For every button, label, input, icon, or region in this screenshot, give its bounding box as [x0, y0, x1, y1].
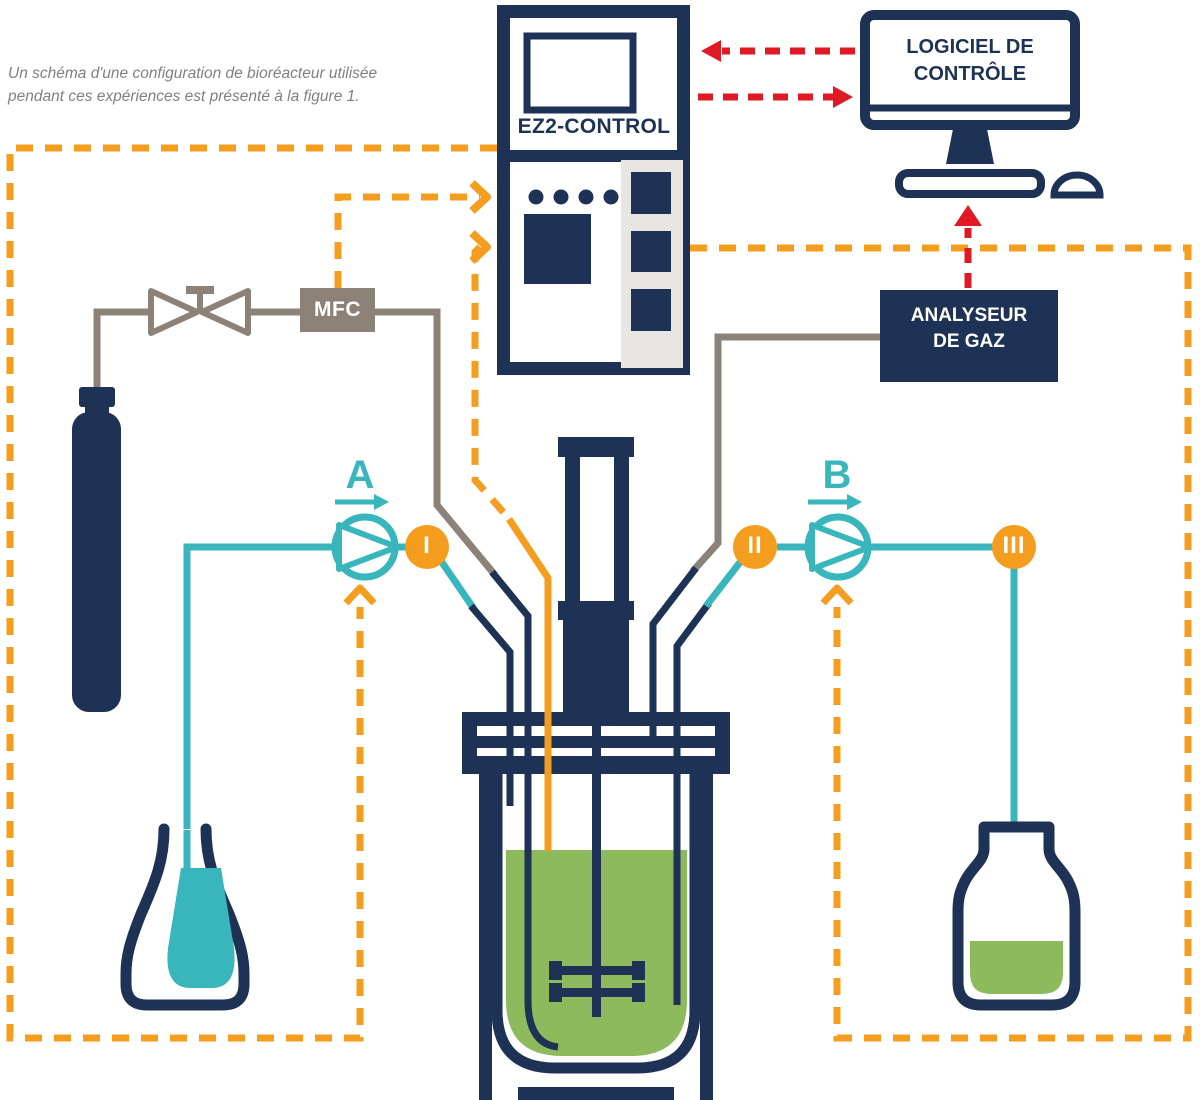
- gas-analyzer-label-line1: ANALYSEUR: [910, 305, 1028, 326]
- gas-analyzer-label: ANALYSEUR DE GAZ: [880, 303, 1058, 354]
- feed-flask: [120, 823, 250, 1011]
- controller-label: EZ2-CONTROL: [517, 115, 671, 138]
- bottle-liquid: [970, 941, 1063, 994]
- feed-tube-teal: [183, 543, 477, 878]
- valve-icon: [148, 286, 251, 336]
- controller-display: [524, 214, 591, 284]
- probe-line-solid: [506, 517, 552, 851]
- port-ii-badge: [733, 525, 777, 569]
- gas-out-line: [690, 333, 882, 574]
- probe-signal-arrowhead: [469, 230, 491, 264]
- monitor-icon: [860, 10, 1080, 130]
- control-line-mfc: [334, 193, 480, 288]
- mfc-box: [300, 288, 375, 332]
- impeller-icon: [549, 712, 645, 1017]
- control-software-label-line2: CONTRÔLE: [913, 63, 1027, 85]
- data-link-to-computer: [698, 86, 853, 108]
- mfc-control-arrowhead: [469, 180, 491, 214]
- sparge-tube-navy: [489, 569, 559, 1051]
- data-link-to-ez2: [701, 40, 855, 62]
- pump-b-control-arrowhead: [820, 584, 854, 606]
- gas-analyzer-label-line2: DE GAZ: [933, 330, 1005, 352]
- up-arrowhead-icon: [954, 205, 982, 226]
- pump-b-label: B: [822, 453, 852, 497]
- harvest-tube-navy: [673, 600, 712, 1005]
- controller-modules: [631, 172, 671, 331]
- ez2-controller: [497, 5, 690, 375]
- probe-signal-line: [471, 244, 514, 524]
- stirrer-motor: [558, 437, 634, 716]
- pump-b-icon: [804, 494, 873, 581]
- controller-buttons: [528, 189, 619, 205]
- pump-a-label: A: [345, 453, 375, 497]
- left-arrowhead-icon: [701, 40, 721, 62]
- pump-a-icon: [331, 494, 400, 581]
- port-iii-label: III: [1002, 531, 1026, 559]
- control-software-label-line1: LOGICIEL DE: [906, 36, 1034, 58]
- data-link-analyzer-to-computer: [954, 205, 982, 288]
- monitor-stand-icon: [946, 129, 994, 164]
- gas-cylinder: [72, 387, 121, 712]
- caption-line-2: pendant ces expériences est présenté à l…: [8, 88, 360, 106]
- gas-out-navy: [649, 565, 699, 745]
- port-ii-label: II: [747, 531, 763, 559]
- feed-tube-navy: [468, 603, 514, 806]
- keyboard-icon: [895, 169, 1045, 198]
- control-loop-right: [690, 244, 1192, 1042]
- port-i-badge: [405, 525, 449, 569]
- harvest-bottle: [952, 821, 1081, 1011]
- control-software-label: LOGICIEL DE CONTRÔLE: [862, 34, 1078, 88]
- port-i-label: I: [423, 531, 431, 559]
- figure-caption: Un schéma d'une configuration de bioréac…: [8, 62, 438, 109]
- caption-line-1: Un schéma d'une configuration de bioréac…: [8, 65, 378, 82]
- port-iii-badge: [992, 525, 1036, 569]
- control-loop-left: [6, 144, 497, 1042]
- controller-screen: [523, 32, 637, 114]
- harvest-tube-teal: [703, 543, 1018, 830]
- flask-liquid: [167, 868, 235, 988]
- mfc-label: MFC: [314, 298, 361, 321]
- mouse-icon: [1050, 171, 1104, 199]
- control-computer: [860, 10, 1104, 199]
- right-arrowhead-icon: [833, 86, 853, 108]
- pump-a-control-arrowhead: [343, 584, 377, 606]
- gas-analyzer-box: [880, 290, 1058, 382]
